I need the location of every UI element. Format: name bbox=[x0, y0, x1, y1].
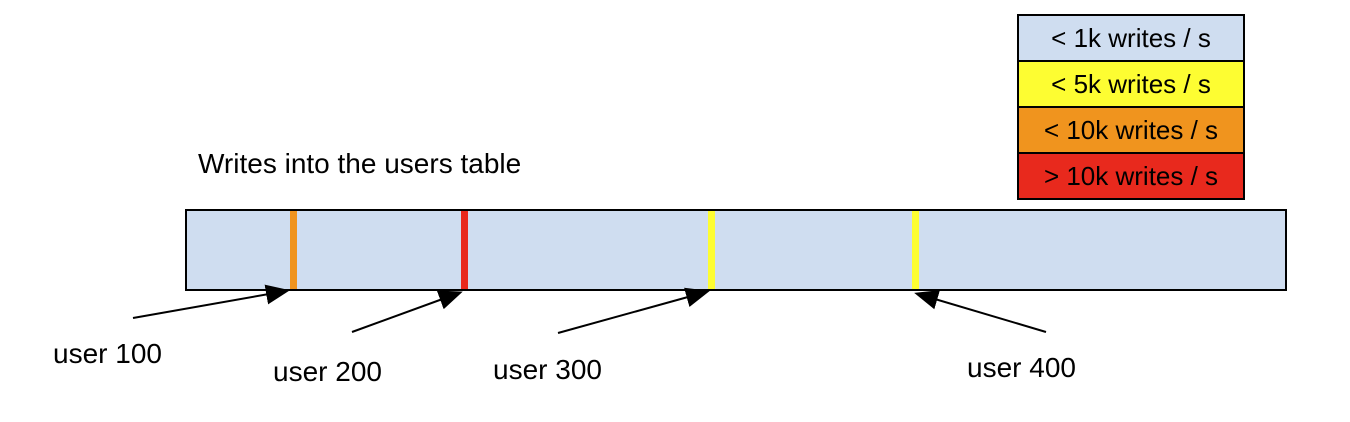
legend-item-lt-10k: < 10k writes / s bbox=[1017, 106, 1245, 154]
legend-item-label: < 5k writes / s bbox=[1051, 68, 1211, 99]
arrow-user-100 bbox=[132, 284, 290, 319]
diagram-title: Writes into the users table bbox=[198, 148, 522, 179]
users-table-bar bbox=[185, 209, 1287, 291]
legend-item-gt-10k: > 10k writes / s bbox=[1017, 152, 1245, 200]
write-marker-user-400 bbox=[912, 211, 919, 289]
legend: < 1k writes / s < 5k writes / s < 10k wr… bbox=[1017, 14, 1245, 200]
legend-item-label: < 1k writes / s bbox=[1051, 22, 1211, 53]
user-400-label: user 400 bbox=[967, 352, 1076, 383]
user-100-label: user 100 bbox=[53, 338, 162, 369]
legend-item-lt-1k: < 1k writes / s bbox=[1017, 14, 1245, 62]
legend-item-label: > 10k writes / s bbox=[1043, 160, 1219, 191]
legend-item-label: < 10k writes / s bbox=[1043, 114, 1219, 145]
legend-item-lt-5k: < 5k writes / s bbox=[1017, 60, 1245, 108]
write-marker-user-200 bbox=[461, 211, 468, 289]
user-200-label: user 200 bbox=[273, 356, 382, 387]
arrow-user-400 bbox=[914, 290, 1047, 333]
user-300-label: user 300 bbox=[493, 354, 602, 385]
arrow-user-200 bbox=[351, 290, 463, 333]
write-marker-user-100 bbox=[290, 211, 297, 289]
write-marker-user-300 bbox=[708, 211, 715, 289]
arrow-user-300 bbox=[557, 287, 710, 334]
